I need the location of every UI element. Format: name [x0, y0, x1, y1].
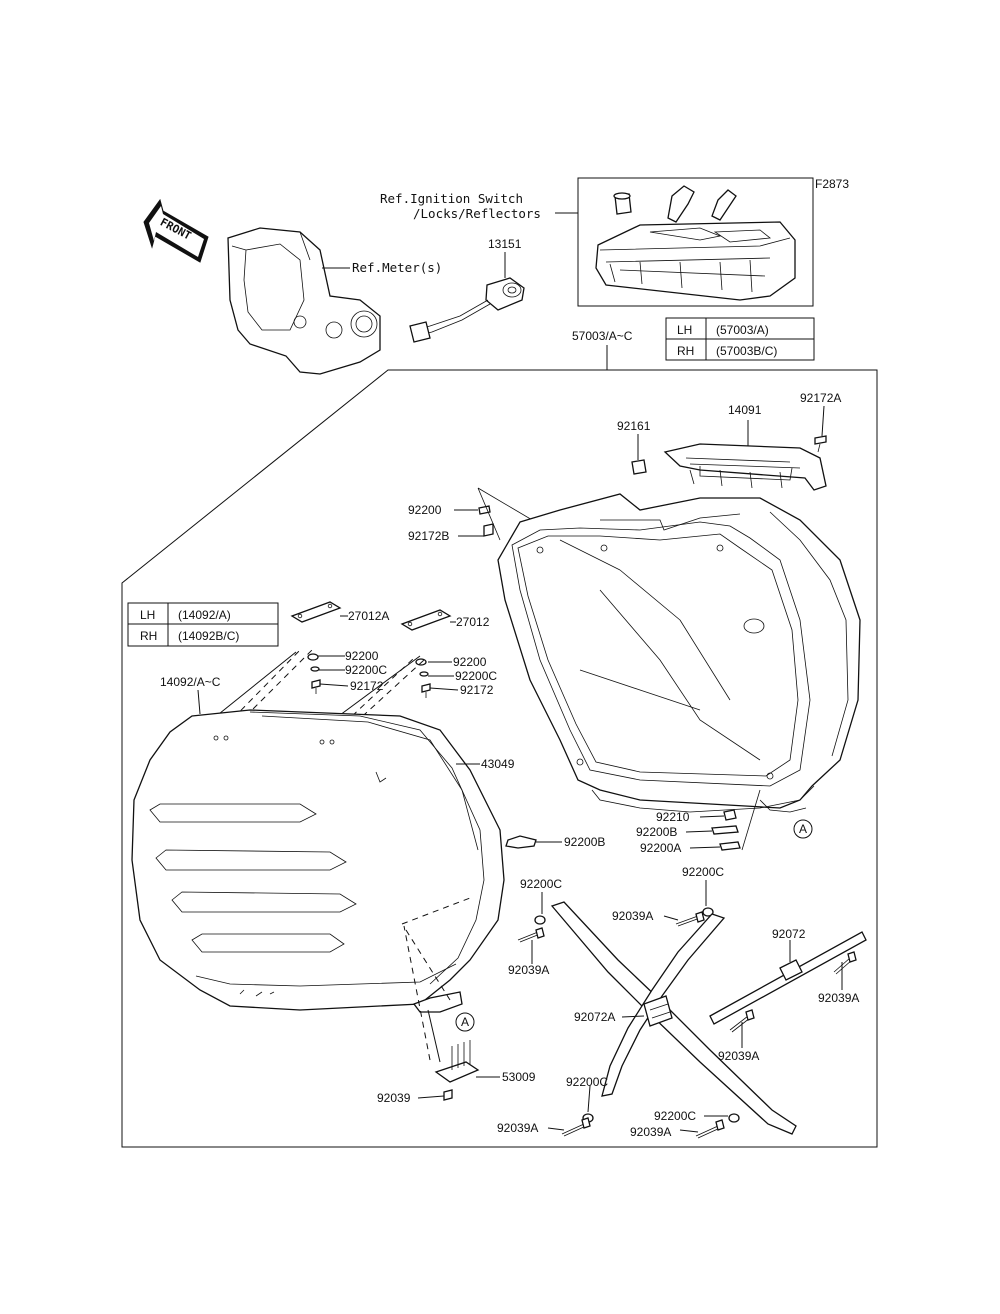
label-27012: 27012 [456, 615, 490, 629]
label-53009: 53009 [502, 1070, 536, 1084]
label-14091: 14091 [728, 403, 762, 417]
label-92200C-l: 92200C [345, 663, 387, 677]
part-92072A-straps [550, 901, 797, 1135]
label-92200C-d: 92200C [654, 1109, 696, 1123]
callout-A-right: A [793, 819, 813, 839]
saddlebag-case [497, 493, 861, 813]
label-92200C-r: 92200C [455, 669, 497, 683]
label-92039A-a: 92039A [508, 963, 549, 977]
diagram-code: F2873 [815, 177, 849, 191]
callout-A-left: A [455, 1012, 475, 1032]
label-43049: 43049 [481, 757, 515, 771]
table-case: LH (57003/A) RH (57003B/C) [665, 317, 815, 361]
label-92200C-c: 92200C [566, 1075, 608, 1089]
part-13151 [409, 277, 525, 343]
table-case-side-0: LH [677, 323, 692, 337]
ignition-switch-illustration [595, 185, 796, 301]
label-92200-r: 92200 [453, 655, 487, 669]
ref-ignition-line2: /Locks/Reflectors [413, 206, 541, 221]
hardware-bottom-right [695, 1113, 740, 1139]
svg-text:A: A [461, 1015, 469, 1029]
part-27012 [400, 609, 452, 631]
label-92172A: 92172A [800, 391, 841, 405]
table-cover: LH (14092/A) RH (14092B/C) [127, 602, 279, 647]
hardware-bottom-left [561, 1113, 594, 1137]
part-92172A [814, 435, 827, 453]
label-92039: 92039 [377, 1091, 411, 1105]
part-14091 [663, 443, 827, 491]
part-92200B-plate [505, 835, 537, 849]
label-92200-l: 92200 [345, 649, 379, 663]
part-92161 [631, 459, 647, 475]
label-92039A-c: 92039A [818, 991, 859, 1005]
table-cover-part-1: (14092B/C) [178, 629, 239, 643]
label-92200B-m: 92200B [564, 835, 605, 849]
label-92161: 92161 [617, 419, 651, 433]
label-92039A-e: 92039A [497, 1121, 538, 1135]
front-arrow: FRONT [143, 198, 209, 263]
part-92039 [443, 1089, 453, 1101]
table-cover-part-0: (14092/A) [178, 608, 231, 622]
label-92200B-r: 92200B [636, 825, 677, 839]
label-13151: 13151 [488, 237, 522, 251]
label-92200A: 92200A [640, 841, 681, 855]
label-92200C-a: 92200C [520, 877, 562, 891]
meter-housing [227, 227, 381, 375]
label-92039A-d: 92039A [718, 1049, 759, 1063]
parts-92210-92200B-92200A [711, 789, 761, 851]
main-frame [121, 369, 878, 1148]
label-14092: 14092/A~C [160, 675, 221, 689]
part-92072-strap [709, 931, 867, 1025]
label-92039A-b: 92039A [612, 909, 653, 923]
ref-ignition-line1: Ref.Ignition Switch [380, 191, 523, 206]
table-case-part-0: (57003/A) [716, 323, 769, 337]
label-27012A: 27012A [348, 609, 389, 623]
ref-meter: Ref.Meter(s) [352, 260, 442, 275]
saddlebag-cover [131, 709, 505, 1013]
label-92172B: 92172B [408, 529, 449, 543]
hardware-92039A-c [833, 951, 857, 975]
part-92200-92172B [477, 487, 601, 561]
label-92200-top: 92200 [408, 503, 442, 517]
label-92039A-f: 92039A [630, 1125, 671, 1139]
part-53009 [434, 1040, 480, 1083]
label-92210: 92210 [656, 810, 690, 824]
table-cover-side-1: RH [140, 629, 157, 643]
table-cover-side-0: LH [140, 608, 155, 622]
hardware-92039A-d [729, 1009, 755, 1033]
part-27012A [290, 601, 342, 623]
svg-text:A: A [799, 822, 807, 836]
hardware-92200C-92039A-b [675, 907, 714, 927]
hardware-left [307, 653, 321, 694]
table-case-part-1: (57003B/C) [716, 344, 777, 358]
label-57003: 57003/A~C [572, 329, 633, 343]
table-case-side-1: RH [677, 344, 694, 358]
label-92072: 92072 [772, 927, 806, 941]
hardware-right [415, 658, 431, 698]
label-92200C-b: 92200C [682, 865, 724, 879]
hardware-92200C-92039A-a [517, 915, 546, 943]
ignition-ref-box [577, 177, 814, 307]
label-92072A: 92072A [574, 1010, 615, 1024]
label-92172-r: 92172 [460, 683, 494, 697]
